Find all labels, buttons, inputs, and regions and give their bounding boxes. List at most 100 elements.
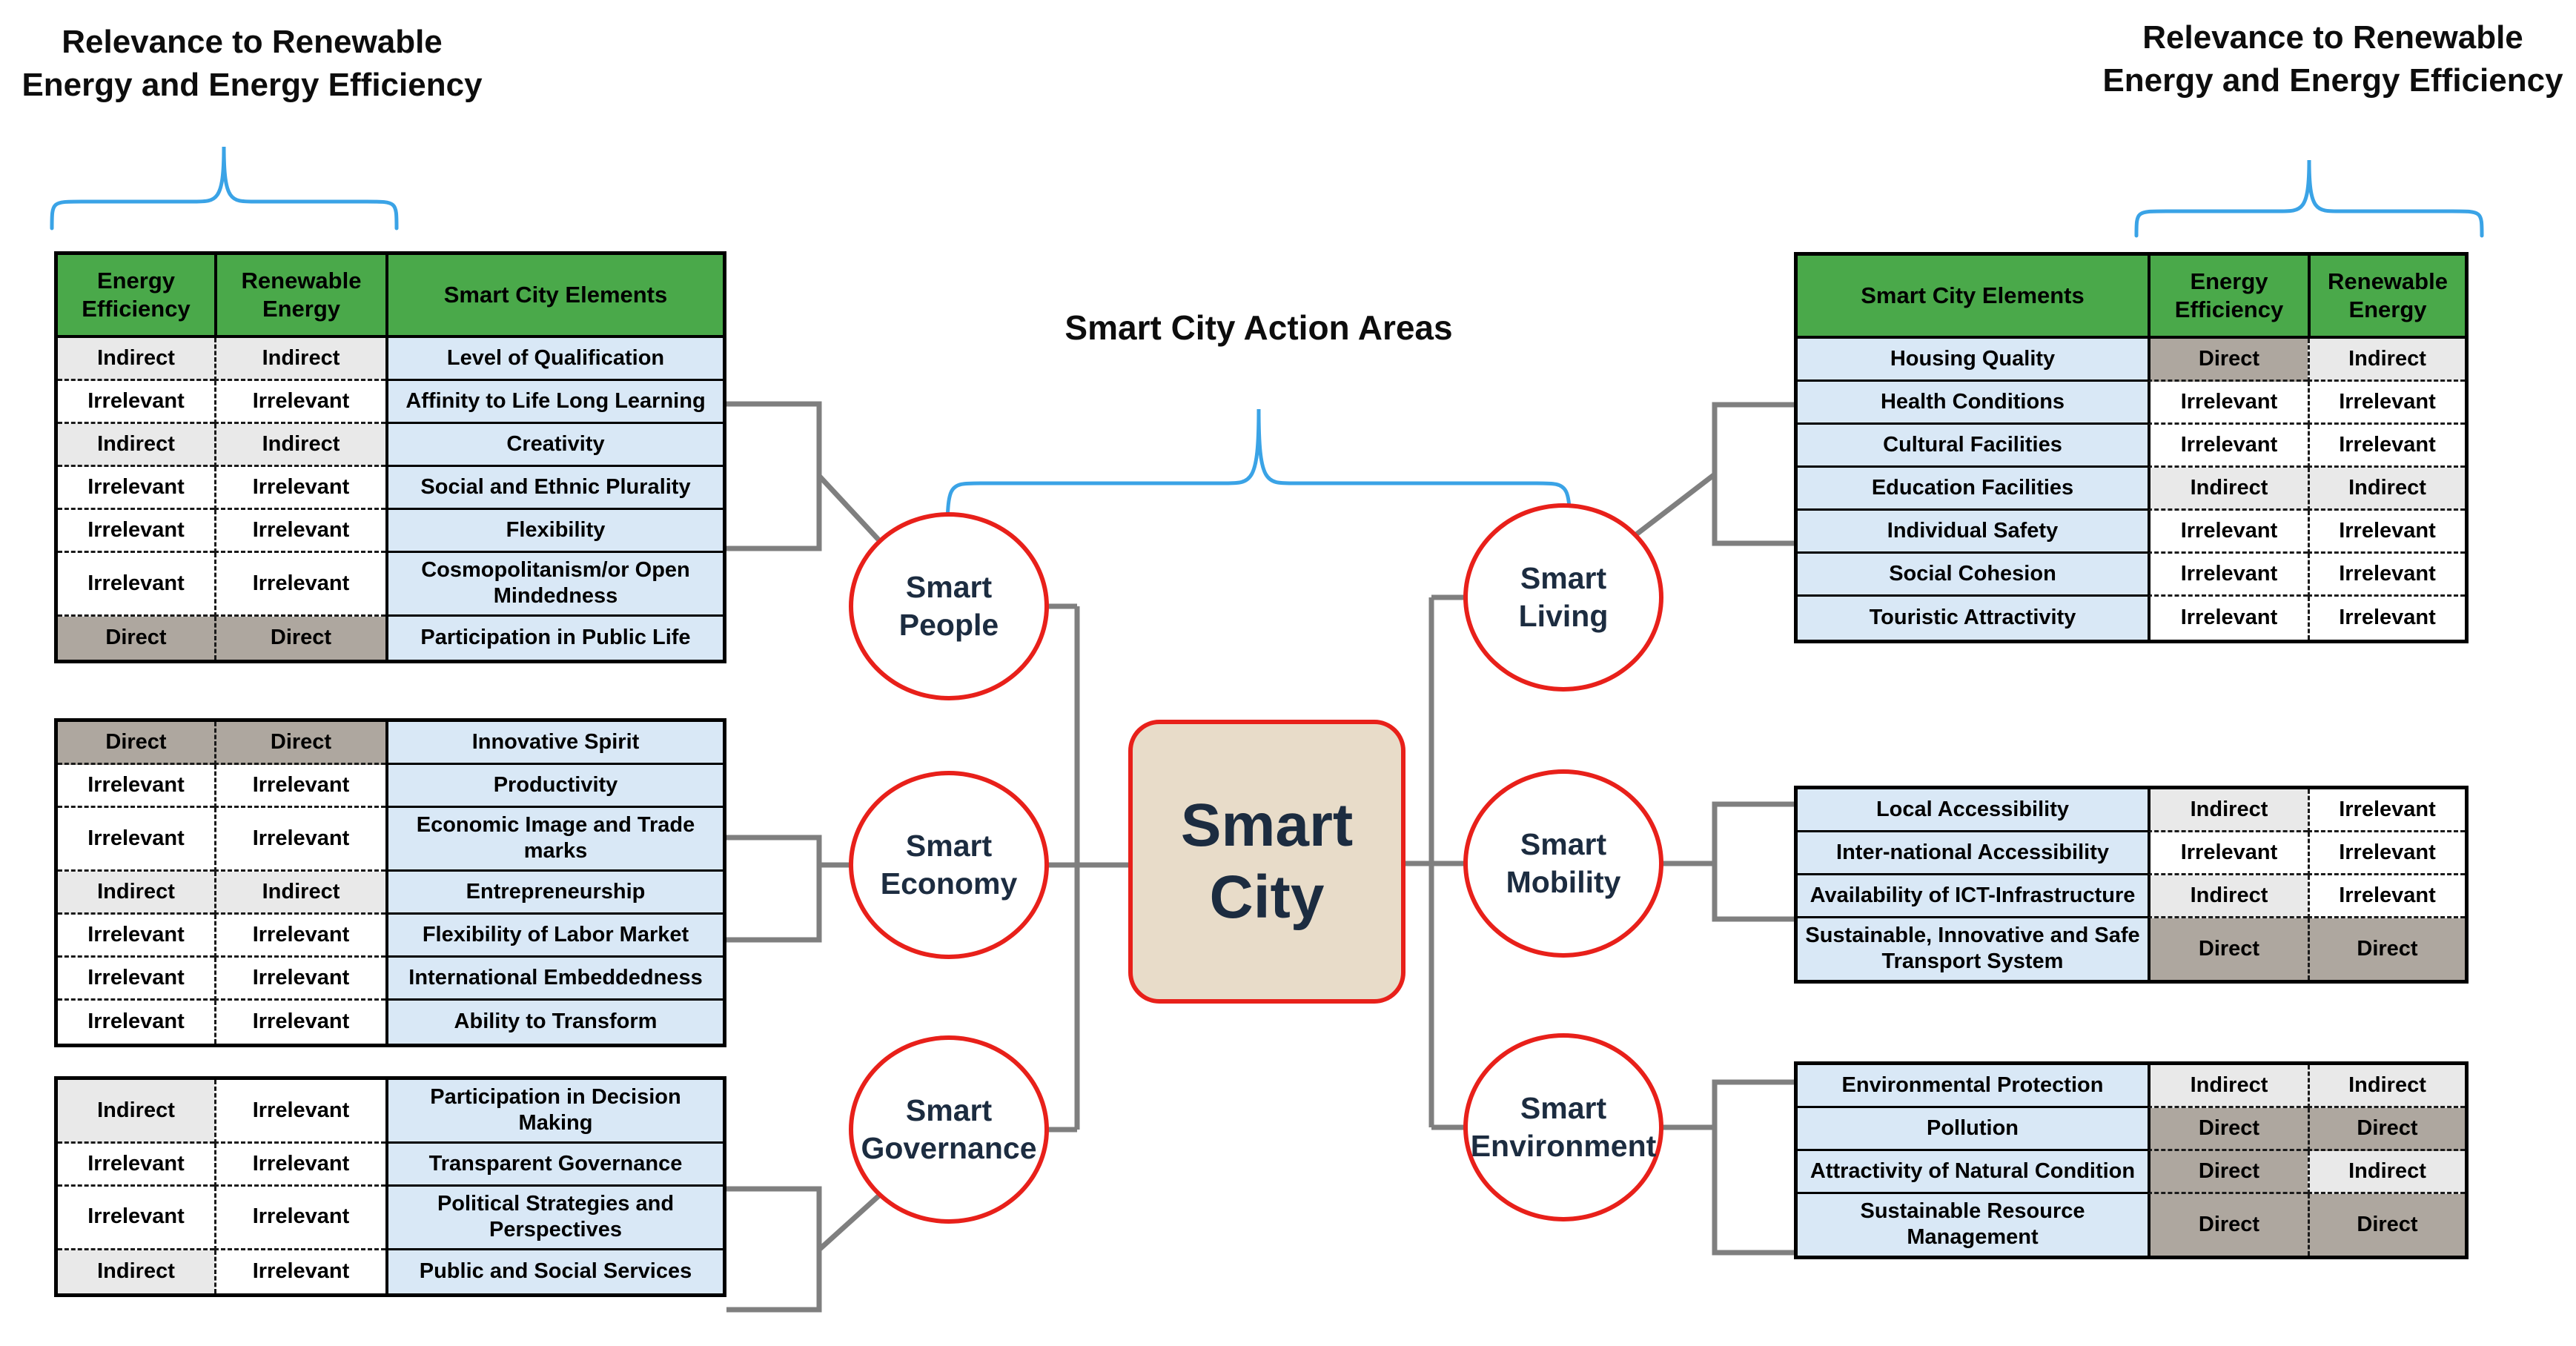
energy-efficiency-cell: Indirect [2148,1065,2308,1108]
renewable-energy-cell: Indirect [2308,1065,2465,1108]
column-header: Energy Efficiency [2148,256,2308,339]
element-cell: International Embeddedness [385,957,723,1001]
renewable-energy-cell: Irrelevant [214,1080,385,1144]
right-relevance-title: Relevance to Renewable Energy and Energy… [2092,16,2574,102]
circle-label: People [898,608,999,642]
element-cell: Sustainable, Innovative and Safe Transpo… [1798,918,2148,980]
element-cell: Local Accessibility [1798,789,2148,832]
smart-city-box-line2: City [1209,863,1325,931]
renewable-energy-cell: Irrelevant [214,914,385,958]
energy-efficiency-cell: Irrelevant [58,381,214,424]
energy-efficiency-cell: Indirect [2148,875,2308,918]
element-cell: Social and Ethnic Plurality [385,467,723,510]
renewable-energy-cell: Irrelevant [214,957,385,1001]
energy-efficiency-cell: Irrelevant [2148,597,2308,640]
energy-efficiency-cell: Indirect [58,424,214,467]
left-brace [50,146,399,231]
circle-label: Smart [905,828,993,863]
element-cell: Availability of ICT-Infrastructure [1798,875,2148,918]
circle-label: Economy [880,866,1018,901]
energy-efficiency-cell: Direct [58,616,214,660]
energy-efficiency-cell: Irrelevant [2148,511,2308,554]
energy-efficiency-cell: Irrelevant [58,1000,214,1044]
energy-efficiency-cell: Irrelevant [58,510,214,553]
renewable-energy-cell: Irrelevant [214,1143,385,1187]
element-cell: Individual Safety [1798,511,2148,554]
element-cell: Productivity [385,765,723,808]
element-cell: Environmental Protection [1798,1065,2148,1108]
center-brace [945,408,1572,549]
column-header: Smart City Elements [1798,256,2148,339]
renewable-energy-cell: Indirect [214,871,385,915]
element-cell: Education Facilities [1798,468,2148,511]
energy-efficiency-cell: Irrelevant [58,467,214,510]
element-cell: Political Strategies and Perspectives [385,1186,723,1250]
circle-label: Living [1518,599,1609,633]
energy-efficiency-cell: Indirect [58,871,214,915]
renewable-energy-cell: Irrelevant [214,808,385,872]
renewable-energy-cell: Irrelevant [2308,511,2465,554]
renewable-energy-cell: Irrelevant [214,1000,385,1044]
circle-label: Smart [905,569,993,604]
circle-label: Mobility [1506,865,1621,899]
energy-efficiency-cell: Irrelevant [58,957,214,1001]
right-relevance-title-line1: Relevance to Renewable [2142,19,2523,56]
environment-table-bracket [1712,1079,1794,1256]
element-cell: Participation in Decision Making [385,1080,723,1144]
energy-efficiency-cell: Indirect [2148,789,2308,832]
energy-efficiency-cell: Indirect [58,1080,214,1144]
smart-city-box: Smart City [1128,720,1405,1004]
element-cell: Transparent Governance [385,1143,723,1187]
right-brace [2134,159,2484,238]
renewable-energy-cell: Irrelevant [214,1250,385,1293]
mobility-table-bracket [1712,801,1794,922]
renewable-energy-cell: Irrelevant [214,765,385,808]
energy-efficiency-cell: Irrelevant [58,553,214,617]
element-cell: Innovative Spirit [385,722,723,765]
renewable-energy-cell: Direct [2308,918,2465,980]
renewable-energy-cell: Irrelevant [2308,832,2465,875]
left-relevance-title-line2: Energy and Energy Efficiency [21,67,483,104]
renewable-energy-cell: Indirect [214,338,385,381]
energy-efficiency-cell: Direct [2148,918,2308,980]
renewable-energy-cell: Direct [2308,1108,2465,1151]
energy-efficiency-cell: Irrelevant [2148,554,2308,597]
energy-efficiency-cell: Indirect [2148,468,2308,511]
element-cell: Cosmopolitanism/or Open Mindedness [385,553,723,617]
renewable-energy-cell: Direct [2308,1194,2465,1256]
element-cell: Sustainable Resource Management [1798,1194,2148,1256]
renewable-energy-cell: Irrelevant [2308,597,2465,640]
governance-bracket-link [817,1193,882,1252]
economy-table-bracket [726,835,822,943]
smart-city-box-line1: Smart [1180,791,1354,859]
renewable-energy-cell: Irrelevant [214,381,385,424]
renewable-energy-cell: Indirect [2308,468,2465,511]
living-table-bracket [1712,402,1794,546]
left-relevance-title-line1: Relevance to Renewable [62,24,443,60]
circle-label: Governance [861,1131,1037,1165]
element-cell: Touristic Attractivity [1798,597,2148,640]
energy-efficiency-cell: Irrelevant [2148,425,2308,468]
energy-efficiency-cell: Indirect [58,338,214,381]
column-header: Smart City Elements [385,255,723,338]
column-header: Renewable Energy [214,255,385,338]
renewable-energy-cell: Irrelevant [2308,789,2465,832]
living-bracket-link [1633,472,1717,537]
element-cell: Flexibility [385,510,723,553]
energy-efficiency-cell: Direct [2148,1151,2308,1194]
circle-label: Smart [1520,826,1607,861]
energy-efficiency-cell: Irrelevant [58,1143,214,1187]
renewable-energy-cell: Irrelevant [2308,425,2465,468]
energy-efficiency-cell: Irrelevant [58,1186,214,1250]
renewable-energy-cell: Irrelevant [214,467,385,510]
